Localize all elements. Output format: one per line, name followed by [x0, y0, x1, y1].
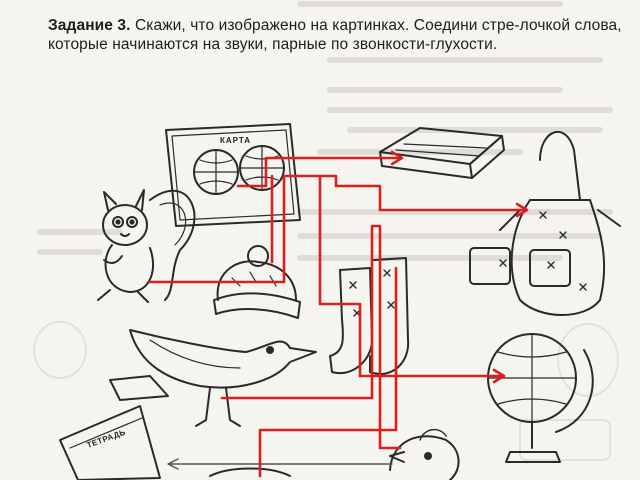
- arrowhead-globe: [492, 368, 506, 384]
- task-label: Задание 3.: [48, 17, 131, 34]
- arrowhead-pencil-case: [390, 150, 404, 166]
- line-hat-to-globe: [270, 174, 504, 378]
- magpie-picture: [109, 329, 317, 427]
- bird-head-picture: [389, 429, 460, 480]
- line-magpie-to-bird-head: [220, 224, 402, 450]
- arrowhead-notebook: [167, 458, 179, 470]
- arrowhead-apron: [515, 202, 529, 218]
- globe-picture: [487, 333, 594, 463]
- task-instruction: Задание 3. Скажи, что изображено на карт…: [48, 16, 633, 54]
- task-text: Скажи, что изображено на картинках. Соед…: [48, 17, 622, 53]
- line-boots-to-notebook: [258, 266, 398, 478]
- line-map-to-pencil-case: [236, 156, 402, 188]
- map-caption: КАРТА: [220, 136, 251, 145]
- apron-picture: [469, 130, 621, 316]
- line-squirrel-to-apron: [148, 174, 527, 284]
- squirrel-picture: [97, 189, 196, 303]
- partial-object-picture: [209, 467, 291, 477]
